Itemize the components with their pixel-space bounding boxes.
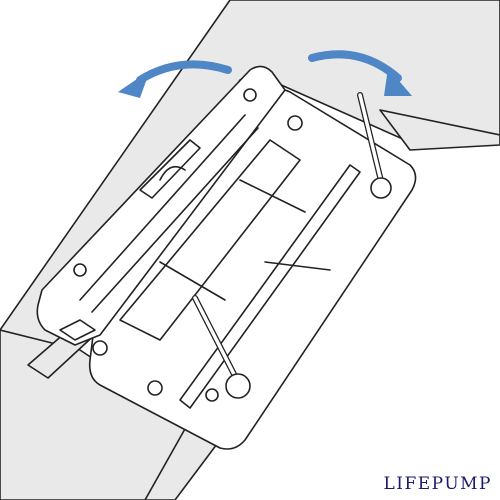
plate-slot — [159, 261, 226, 301]
mechanism-rail — [79, 114, 246, 301]
plate-hole — [287, 115, 303, 131]
plate-hole — [92, 340, 108, 356]
rotate-left-arrow-head — [118, 70, 150, 98]
mechanism-housing — [36, 65, 286, 346]
plate-slot — [239, 179, 306, 213]
ring-post-bottom-inner — [193, 296, 240, 384]
rotate-right-arrow-head — [384, 68, 412, 96]
ring-rail — [119, 139, 301, 341]
plate-slot-lever — [264, 261, 331, 271]
ring-post-bottom-cap — [225, 373, 251, 399]
mechanism-slot — [139, 139, 201, 199]
brand-watermark: LIFEPUMP — [383, 474, 492, 494]
mechanism-rail-2 — [91, 127, 259, 313]
rotate-left-arrow-icon — [136, 60, 232, 84]
latch — [59, 319, 96, 341]
rivet — [73, 263, 87, 277]
hinge-bump — [159, 165, 186, 181]
rivet — [243, 88, 257, 102]
plate-hole — [205, 388, 219, 402]
ring-post-top-inner — [358, 93, 384, 187]
plate-hole — [147, 380, 163, 396]
ring-post-top-cap — [370, 177, 392, 199]
binder-cover-right-edge — [379, 109, 500, 151]
ring-rail-2 — [179, 164, 361, 409]
